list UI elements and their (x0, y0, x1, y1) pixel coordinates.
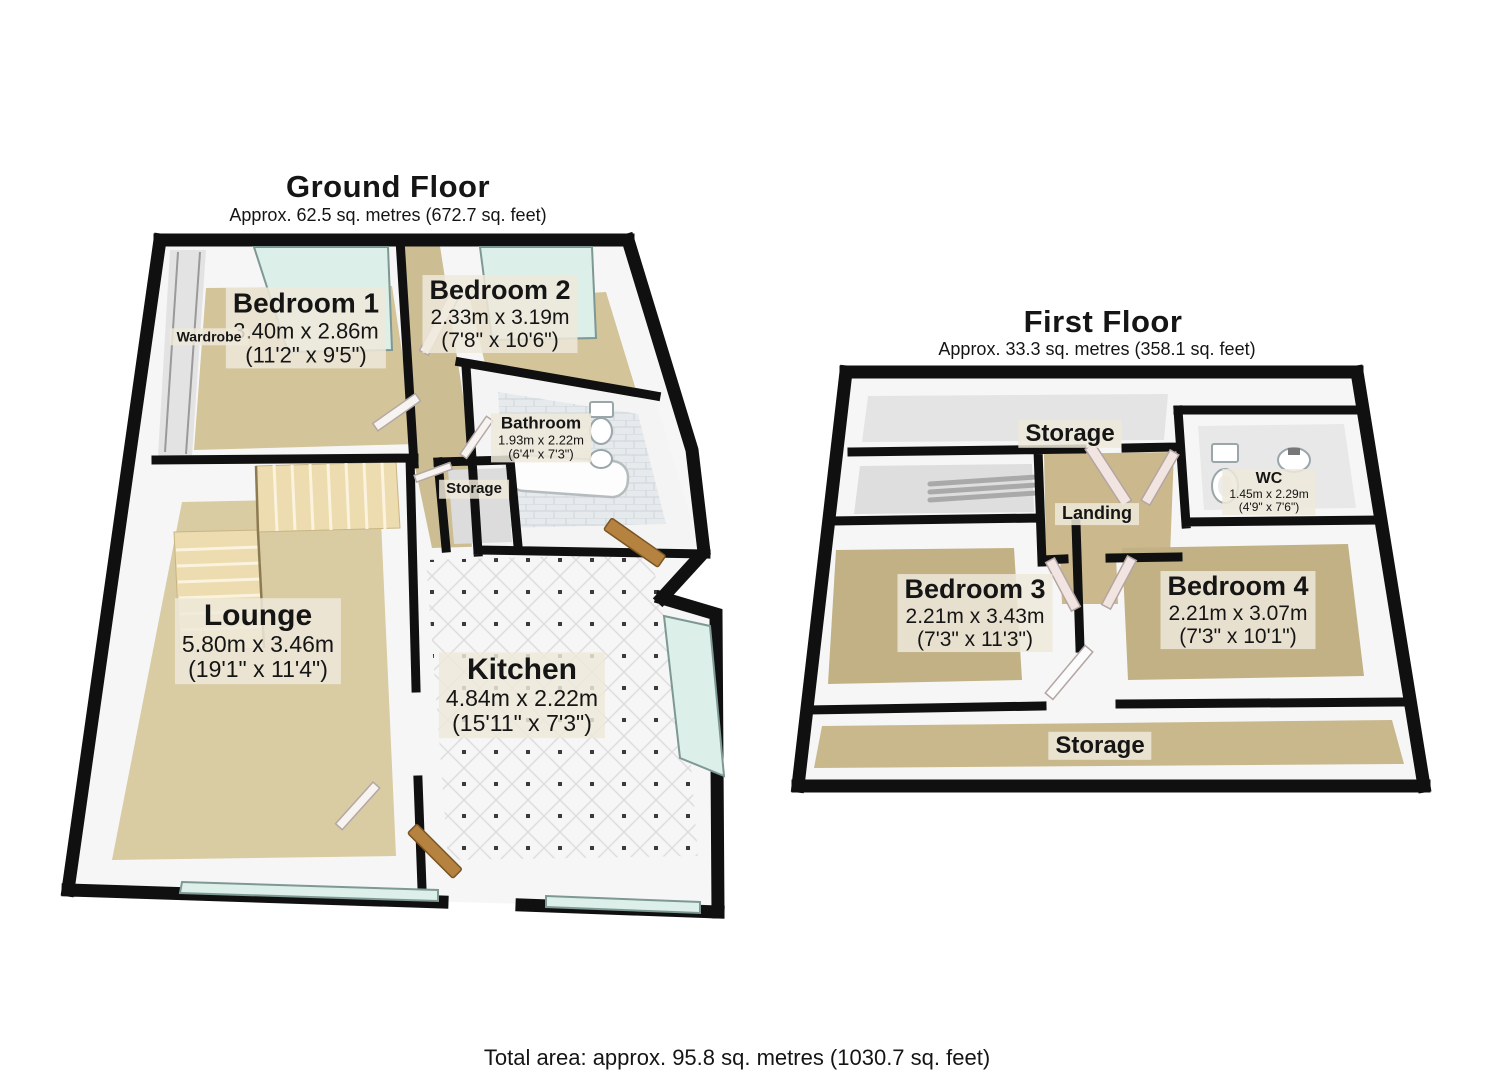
storage-top-name: Storage (1025, 419, 1115, 447)
wardrobe-name: Wardrobe (176, 328, 242, 345)
bathroom-metric: 1.93m x 2.22m (498, 432, 584, 448)
wc-sink-tap (1288, 448, 1300, 455)
room-label-lounge: Lounge 5.80m x 3.46m (19'1" x 11'4") (174, 598, 342, 684)
room-label-wc: WC 1.45m x 2.29m (4'9" x 7'6") (1222, 469, 1316, 515)
bathroom-name: Bathroom (500, 413, 582, 433)
room-label-storage-gf: Storage (439, 479, 509, 499)
toilet-cistern (589, 401, 614, 418)
toilet-bowl (589, 417, 613, 445)
lounge-name: Lounge (203, 599, 313, 633)
storage-gf-name: Storage (446, 479, 502, 497)
kitchen-side-window (662, 614, 726, 778)
lounge-metric: 5.80m x 3.46m (181, 631, 335, 658)
bedroom4-door (1100, 554, 1138, 611)
ff-doors (1044, 442, 1180, 701)
gf-wardrobe-unit (158, 250, 206, 456)
room-label-bathroom: Bathroom 1.93m x 2.22m (6'4" x 7'3") (491, 413, 591, 463)
room-label-kitchen: Kitchen 4.84m x 2.22m (15'11" x 7'3") (438, 652, 606, 738)
lounge-door (334, 781, 381, 831)
room-label-bedroom1: Bedroom 1 3.40m x 2.86m (11'2" x 9'5") (225, 287, 387, 369)
wc-name: WC (1255, 470, 1283, 488)
wc-cistern (1211, 443, 1239, 463)
bedroom4-name: Bedroom 4 (1167, 571, 1309, 602)
lounge-imperial: (19'1" x 11'4") (188, 656, 328, 683)
landing-name: Landing (1062, 503, 1132, 524)
bedroom4-imperial: (7'3" x 10'1") (1179, 624, 1297, 648)
back-door (603, 518, 666, 568)
bathroom-imperial: (6'4" x 7'3") (508, 446, 574, 462)
ff-storage-top-floor (862, 394, 1168, 442)
gf-wardrobe-doors (164, 251, 201, 455)
gf-doors (334, 292, 666, 879)
ground-floor-title: Ground Floor (285, 168, 491, 204)
room-label-bedroom4: Bedroom 4 2.21m x 3.07m (7'3" x 10'1") (1160, 571, 1316, 649)
wc-imperial: (4'9" x 7'6") (1238, 499, 1300, 514)
gf-bathroom-fixtures (506, 401, 630, 499)
room-label-bedroom2: Bedroom 2 2.33m x 3.19m (7'8" x 10'6") (422, 275, 578, 353)
storage-door (413, 461, 454, 484)
storage-bottom-name: Storage (1055, 731, 1145, 759)
first-floor-title: First Floor (1023, 303, 1183, 339)
bedroom1-imperial: (11'2" x 9'5") (245, 342, 367, 368)
bedroom3-imperial: (7'3" x 11'3") (917, 627, 1033, 651)
bedroom2-imperial: (7'8" x 10'6") (441, 328, 559, 352)
kitchen-imperial: (15'11" x 7'3") (452, 710, 592, 737)
bedroom3-metric: 2.21m x 3.43m (905, 604, 1045, 628)
bedroom1-name: Bedroom 1 (232, 287, 380, 319)
bedroom3-name: Bedroom 3 (904, 574, 1046, 605)
lounge-window (178, 880, 439, 903)
front-door (407, 824, 463, 879)
room-label-storage-top: Storage (1018, 419, 1122, 449)
total-area-text: Total area: approx. 95.8 sq. metres (103… (483, 1044, 991, 1070)
kitchen-metric: 4.84m x 2.22m (445, 685, 599, 712)
bath-sink (589, 449, 613, 469)
kitchen-window (545, 894, 701, 915)
bedroom2-name: Bedroom 2 (429, 275, 571, 306)
ff-storage-bottom-door (1044, 644, 1094, 701)
bedroom1-door (371, 392, 422, 432)
ff-walls (790, 364, 1432, 794)
room-label-bedroom3: Bedroom 3 2.21m x 3.43m (7'3" x 11'3") (897, 574, 1053, 652)
wc-door (1140, 448, 1180, 507)
kitchen-name: Kitchen (466, 653, 578, 687)
bedroom4-metric: 2.21m x 3.07m (1168, 601, 1308, 625)
wc-metric: 1.45m x 2.29m (1229, 486, 1309, 501)
ground-floor-plan (60, 231, 726, 919)
bedroom3-door (1044, 556, 1082, 613)
room-label-landing: Landing (1055, 503, 1139, 525)
bathroom-door (459, 415, 495, 460)
bedroom1-metric: 3.40m x 2.86m (233, 318, 379, 344)
room-label-wardrobe: Wardrobe (169, 328, 249, 346)
bedroom2-metric: 2.33m x 3.19m (430, 305, 570, 329)
room-label-storage-bottom: Storage (1048, 731, 1152, 761)
ground-floor-area: Approx. 62.5 sq. metres (672.7 sq. feet) (229, 205, 547, 226)
radiator (927, 474, 1039, 503)
first-floor-area: Approx. 33.3 sq. metres (358.1 sq. feet) (938, 339, 1256, 360)
